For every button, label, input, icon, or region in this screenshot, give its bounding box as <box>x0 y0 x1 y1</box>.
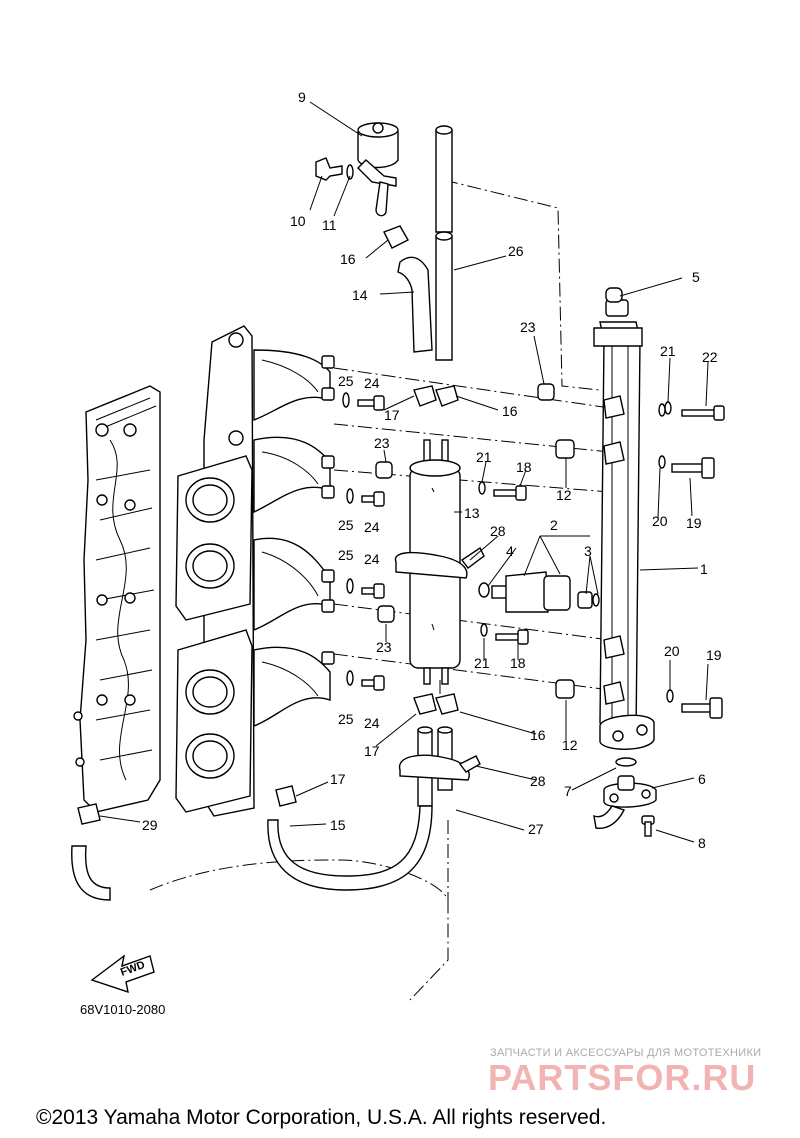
cylinder-block-drawing <box>73 385 161 813</box>
callout-25: 25 <box>338 547 354 563</box>
callout-4: 4 <box>506 543 514 559</box>
callout-8: 8 <box>698 835 706 851</box>
fasteners-drawing <box>342 383 725 719</box>
watermark: ЗАПЧАСТИ И АКСЕССУАРЫ ДЛЯ МОТОТЕХНИКИ PA… <box>488 1047 761 1098</box>
alignment-lines <box>149 179 611 1001</box>
callout-13: 13 <box>464 505 480 521</box>
callout-16: 16 <box>530 727 546 743</box>
callout-3: 3 <box>584 543 592 559</box>
callout-11: 11 <box>322 217 337 233</box>
callout-24: 24 <box>364 551 380 567</box>
callout-9: 9 <box>298 89 306 105</box>
callout-28: 28 <box>530 773 546 789</box>
injector-drawing <box>478 571 600 613</box>
watermark-tagline: ЗАПЧАСТИ И АКСЕССУАРЫ ДЛЯ МОТОТЕХНИКИ <box>490 1047 761 1059</box>
callout-23: 23 <box>520 319 536 335</box>
callout-28: 28 <box>490 523 506 539</box>
callout-1: 1 <box>700 561 708 577</box>
callout-21: 21 <box>476 449 492 465</box>
callout-7: 7 <box>564 783 572 799</box>
callout-19: 19 <box>686 515 702 531</box>
callout-19: 19 <box>706 647 722 663</box>
callout-16: 16 <box>340 251 356 267</box>
callout-24: 24 <box>364 375 380 391</box>
callout-21: 21 <box>474 655 490 671</box>
callout-6: 6 <box>698 771 706 787</box>
callout-23: 23 <box>376 639 392 655</box>
part-callouts: 9 10 11 16 14 26 5 23 21 22 25 24 17 16 … <box>142 89 722 851</box>
drawing-code: 68V1010-2080 <box>80 1002 165 1017</box>
hoses-upper-drawing <box>383 125 453 361</box>
callout-25: 25 <box>338 517 354 533</box>
callout-18: 18 <box>510 655 526 671</box>
callout-17: 17 <box>330 771 346 787</box>
callout-21: 21 <box>660 343 676 359</box>
hose-lower-drawing <box>71 785 433 901</box>
leader-lines <box>99 101 709 843</box>
forward-arrow-icon: FWD <box>90 954 155 994</box>
callout-20: 20 <box>652 513 668 529</box>
callout-18: 18 <box>516 459 532 475</box>
callout-24: 24 <box>364 519 380 535</box>
callout-25: 25 <box>338 711 354 727</box>
callout-12: 12 <box>562 737 578 753</box>
callout-10: 10 <box>290 213 306 229</box>
vapor-separator-drawing <box>394 385 485 807</box>
copyright-notice: ©2013 Yamaha Motor Corporation, U.S.A. A… <box>36 1106 606 1129</box>
callout-15: 15 <box>330 817 346 833</box>
callout-20: 20 <box>664 643 680 659</box>
callout-17: 17 <box>364 743 380 759</box>
fuel-fitting-drawing <box>593 757 657 837</box>
callout-24: 24 <box>364 715 380 731</box>
watermark-logo: PARTSFOR.RU <box>488 1057 756 1098</box>
callout-23: 23 <box>374 435 390 451</box>
callout-2: 2 <box>550 517 558 533</box>
fuel-rail-drawing <box>593 287 655 750</box>
callout-5: 5 <box>692 269 700 285</box>
callout-12: 12 <box>556 487 572 503</box>
callout-17: 17 <box>384 407 400 423</box>
callout-25: 25 <box>338 373 354 389</box>
callout-26: 26 <box>508 243 524 259</box>
callout-14: 14 <box>352 287 368 303</box>
intake-manifold-drawing <box>175 325 335 817</box>
pressure-regulator-drawing <box>315 122 399 217</box>
callout-16: 16 <box>502 403 518 419</box>
callout-22: 22 <box>702 349 718 365</box>
callout-27: 27 <box>528 821 544 837</box>
callout-29: 29 <box>142 817 158 833</box>
